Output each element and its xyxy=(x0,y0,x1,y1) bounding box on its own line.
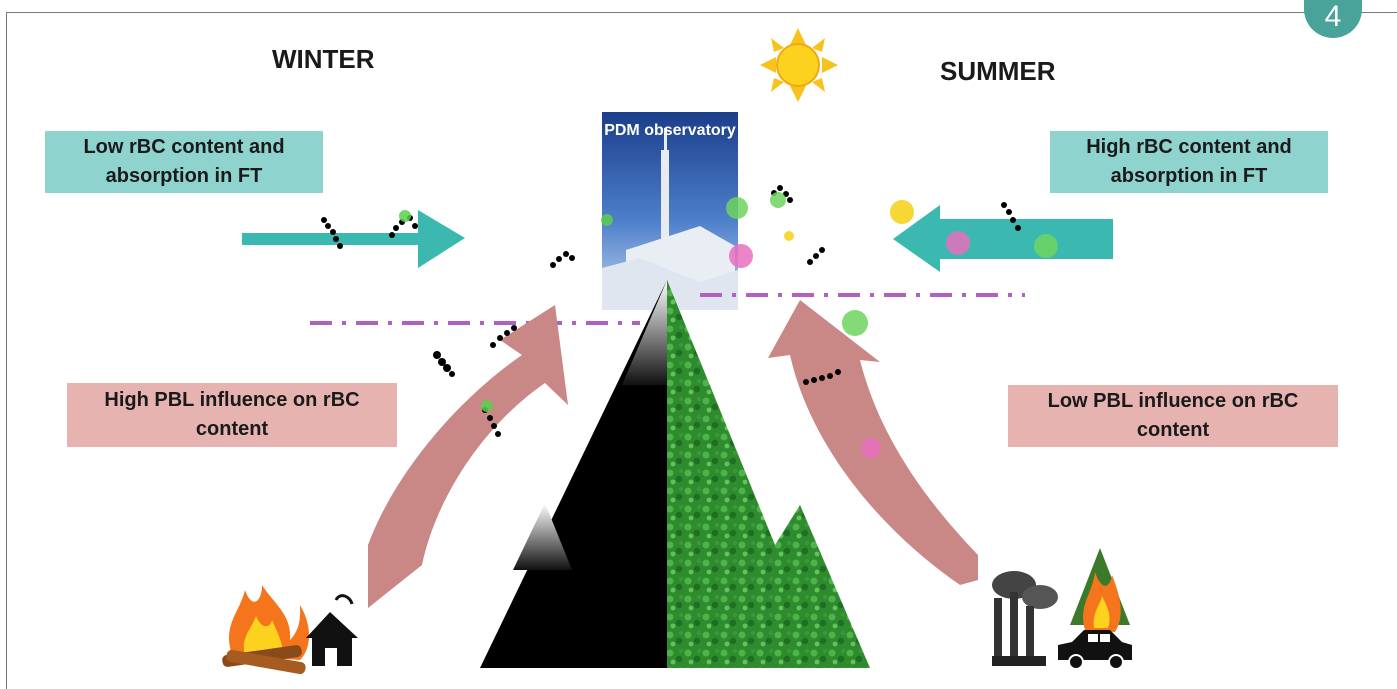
winter-ft-arrow xyxy=(242,210,465,268)
bc-chain xyxy=(803,369,841,385)
summer-ft-box: High rBC content and absorption in FT xyxy=(1050,131,1328,193)
bc-chain xyxy=(807,247,825,265)
winter-label: WINTER xyxy=(272,44,375,74)
page-number-badge: 4 xyxy=(1304,0,1362,38)
winter-ft-box: Low rBC content and absorption in FT xyxy=(45,131,323,193)
bc-chain xyxy=(1001,202,1021,231)
winter-pbl-box: High PBL influence on rBC content xyxy=(67,383,397,447)
summer-label: SUMMER xyxy=(940,56,1056,86)
sun-icon xyxy=(760,28,838,102)
factory-icon xyxy=(992,571,1058,666)
summer-pbl-box: Low PBL influence on rBC content xyxy=(1008,385,1338,447)
bc-chain xyxy=(433,351,455,377)
bc-chain xyxy=(321,217,343,249)
house-icon xyxy=(306,594,358,666)
bc-chain xyxy=(550,251,575,268)
coated-particles xyxy=(399,192,1058,458)
bc-chain xyxy=(490,325,517,348)
summer-ft-arrow xyxy=(893,205,1113,272)
winter-pbl-arrow xyxy=(368,305,568,608)
observatory-label: PDM observatory xyxy=(604,122,736,139)
winter-mountain xyxy=(480,280,667,668)
car-icon xyxy=(1058,630,1132,670)
summer-mountain xyxy=(667,280,870,668)
figure-frame xyxy=(6,12,1397,689)
burning-tree-icon xyxy=(1070,548,1130,650)
campfire-icon xyxy=(222,585,309,675)
